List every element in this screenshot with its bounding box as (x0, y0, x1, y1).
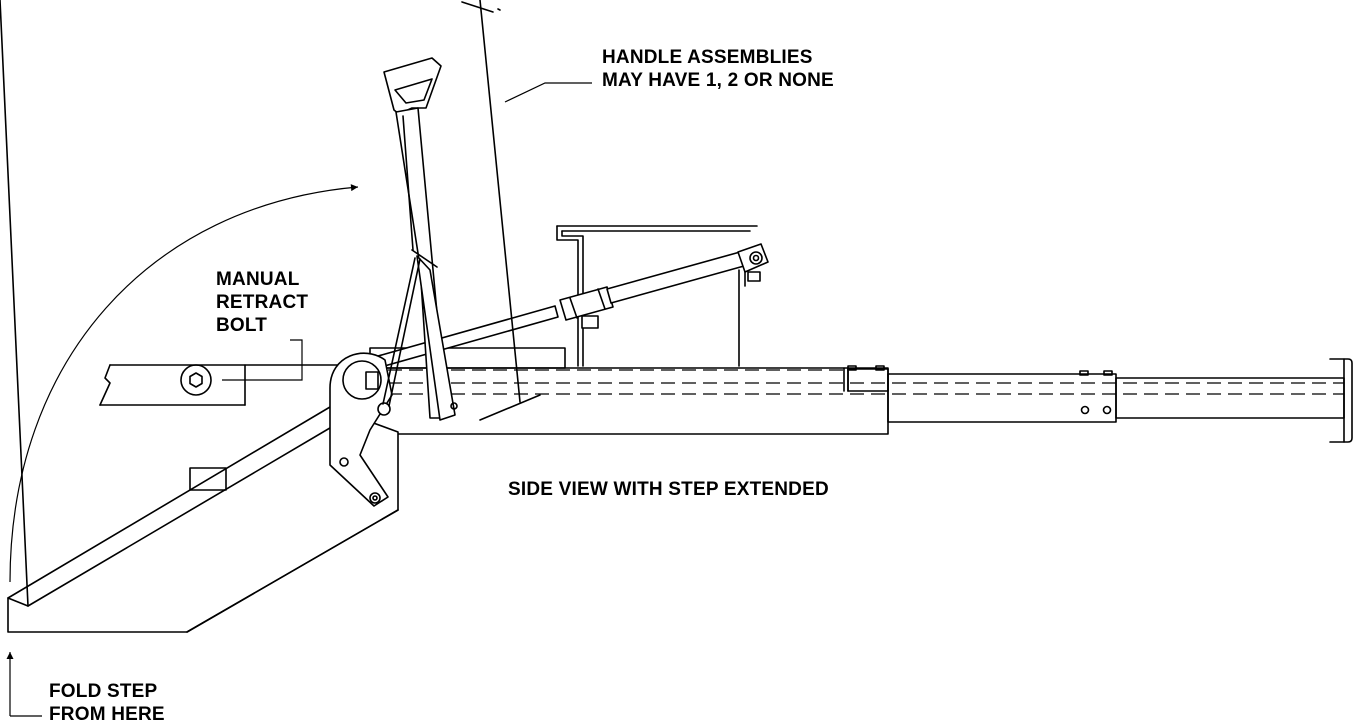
fold-arc (9, 184, 359, 583)
fold-label-line-2: FROM HERE (49, 704, 165, 725)
handle-label-line-1: HANDLE ASSEMBLIES (602, 47, 813, 68)
handle-assemblies-label: HANDLE ASSEMBLIES MAY HAVE 1, 2 OR NONE (602, 46, 834, 92)
bolt-label-line-1: MANUAL (216, 269, 300, 290)
step-platform (0, 0, 399, 633)
handle-assembly (382, 0, 541, 421)
mounting-bracket (556, 225, 758, 367)
fold-step-label: FOLD STEP FROM HERE (49, 680, 165, 726)
manual-retract-bolt-label: MANUAL RETRACT BOLT (216, 268, 308, 337)
fold-label-line-1: FOLD STEP (49, 681, 158, 702)
view-caption-text: SIDE VIEW WITH STEP EXTENDED (508, 479, 829, 500)
middle-slide (887, 370, 1117, 423)
bolt-label-line-2: RETRACT (216, 292, 309, 313)
handle-label-line-2: MAY HAVE 1, 2 OR NONE (602, 70, 834, 91)
bolt-label-line-3: BOLT (216, 315, 268, 336)
bolt-leader (222, 339, 303, 381)
view-caption: SIDE VIEW WITH STEP EXTENDED (508, 478, 829, 501)
actuator-cylinder (377, 243, 769, 368)
frame-break-section (99, 364, 341, 406)
pivot-linkage (329, 352, 393, 507)
inner-slide (1115, 358, 1353, 443)
handle-leader (504, 82, 592, 103)
